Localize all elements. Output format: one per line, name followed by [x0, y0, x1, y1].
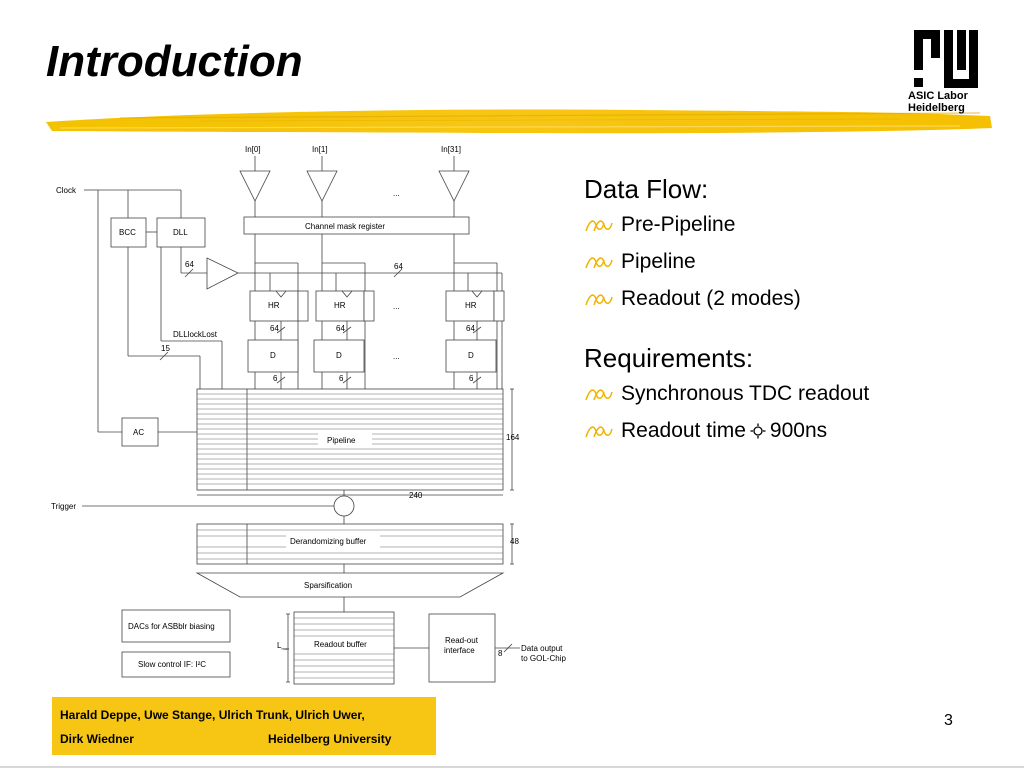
logo-line1: ASIC Labor	[908, 90, 968, 102]
asic-labor-logo-icon	[914, 30, 978, 88]
d-bus-31: 6	[469, 374, 474, 383]
bullet-icon	[585, 219, 613, 231]
d-box-0	[247, 339, 299, 373]
readout-interface-label-2: interface	[444, 646, 475, 655]
footer-institution: Heidelberg University	[268, 732, 392, 746]
d-label-1: D	[336, 351, 342, 360]
slow-control-box	[121, 651, 231, 678]
data-flow-item-label: Pre-Pipeline	[621, 213, 736, 236]
readout-buffer-rows	[294, 617, 394, 679]
bcc-box	[110, 217, 147, 248]
trigger-label: Trigger	[51, 502, 76, 511]
input-label-0: In[0]	[245, 145, 261, 154]
input-amplifier-1	[306, 170, 338, 202]
d-box-1	[313, 339, 365, 373]
bottom-divider	[0, 766, 1024, 768]
d-label-0: D	[270, 351, 276, 360]
data-output-label-2: to GOL-Chip	[521, 654, 566, 663]
bcc-label: BCC	[119, 228, 136, 237]
d-ellipsis: ...	[393, 352, 400, 361]
hr-bus-0: 64	[270, 324, 279, 333]
requirements-heading: Requirements:	[584, 343, 754, 373]
dacs-label: DACs for ASBblr biasing	[128, 622, 215, 631]
dll-buffer-amplifier	[206, 257, 239, 290]
derandomizing-label: Derandomizing buffer	[290, 537, 367, 546]
sparsification-block	[195, 572, 505, 598]
derandomizing-depth: 48	[510, 537, 519, 546]
channel-mask-label: Channel mask register	[305, 222, 385, 231]
data-output-label-1: Data output	[521, 644, 563, 653]
hr-box-1	[315, 290, 365, 322]
text-content: Data Flow: Pre-Pipeline Pipeline Readout…	[584, 172, 1004, 449]
derandomizing-buffer-box	[196, 523, 504, 565]
sparsification-label: Sparsification	[304, 581, 352, 590]
output-bus-width: 8	[498, 649, 503, 658]
requirements-item: Readout time 900ns	[584, 412, 1004, 449]
requirements-item: Synchronous TDC readout	[584, 375, 1004, 412]
data-flow-item: Pipeline	[584, 243, 1004, 280]
pipeline-box	[196, 388, 504, 491]
bcc-bus-width: 15	[161, 344, 170, 353]
dacs-box	[121, 609, 231, 643]
hit-bus-width: 64	[394, 262, 403, 271]
logo-line2: Heidelberg	[908, 102, 965, 114]
d-label-31: D	[468, 351, 474, 360]
clock-label: Clock	[56, 186, 77, 195]
data-flow-heading: Data Flow:	[584, 174, 709, 204]
requirements-item-label: Synchronous TDC readout	[621, 382, 870, 405]
pipeline-label: Pipeline	[327, 436, 356, 445]
dll-bus-width: 64	[185, 260, 194, 269]
approx-symbol-icon	[750, 423, 766, 438]
l-max-label: Lmax	[277, 641, 289, 651]
requirements-item-label: Readout time	[621, 419, 746, 442]
hr-box-0	[249, 290, 299, 322]
derandomizing-rows	[197, 529, 503, 560]
data-flow-item: Pre-Pipeline	[584, 206, 1004, 243]
inputs-ellipsis: ...	[393, 189, 400, 198]
slow-control-label: Slow control IF: I²C	[138, 660, 206, 669]
page-number: 3	[944, 712, 953, 729]
dll-label: DLL	[173, 228, 188, 237]
hr-ellipsis: ...	[393, 302, 400, 311]
ac-label: AC	[133, 428, 144, 437]
logo-text: ASIC Labor Heidelberg	[908, 90, 988, 114]
title-underline-brush	[46, 109, 992, 134]
hr-label-31: HR	[465, 301, 477, 310]
pipeline-width: 240	[409, 491, 423, 500]
slide-title: Introduction	[46, 37, 303, 86]
bullet-icon	[585, 388, 613, 400]
hr-box-31	[445, 290, 495, 322]
channel-mask-register-box	[243, 216, 470, 235]
requirements-item-value: 900ns	[769, 419, 828, 442]
readout-buffer-label: Readout buffer	[314, 640, 367, 649]
d-bus-0: 6	[273, 374, 278, 383]
readout-interface-box	[428, 613, 496, 683]
dll-box	[156, 217, 206, 248]
readout-interface-label-1: Read-out	[445, 636, 479, 645]
hr-bus-1: 64	[336, 324, 345, 333]
d-box-31	[445, 339, 497, 373]
hr-bus-31: 64	[466, 324, 475, 333]
input-label-31: In[31]	[441, 145, 461, 154]
pipeline-rows	[197, 393, 503, 485]
input-amplifier-31	[438, 170, 470, 202]
data-flow-item: Readout (2 modes)	[584, 280, 1004, 317]
input-label-1: In[1]	[312, 145, 328, 154]
dll-lock-lost-label: DLLlockLost	[173, 330, 218, 339]
input-amplifier-0	[239, 170, 271, 202]
footer-authors-line1: Harald Deppe, Uwe Stange, Ulrich Trunk, …	[60, 708, 365, 722]
hr-label-1: HR	[334, 301, 346, 310]
trigger-gate	[333, 495, 355, 517]
footer-authors-line2: Dirk Wiedner	[60, 732, 134, 746]
data-flow-item-label: Readout (2 modes)	[621, 287, 801, 310]
bullet-icon	[585, 256, 613, 268]
bullet-icon	[585, 425, 613, 437]
footer-authors-box: Harald Deppe, Uwe Stange, Ulrich Trunk, …	[52, 697, 436, 755]
data-flow-item-label: Pipeline	[621, 250, 696, 273]
pipeline-depth: 164	[506, 433, 520, 442]
bullet-icon	[585, 293, 613, 305]
d-bus-1: 6	[339, 374, 344, 383]
hr-label-0: HR	[268, 301, 280, 310]
